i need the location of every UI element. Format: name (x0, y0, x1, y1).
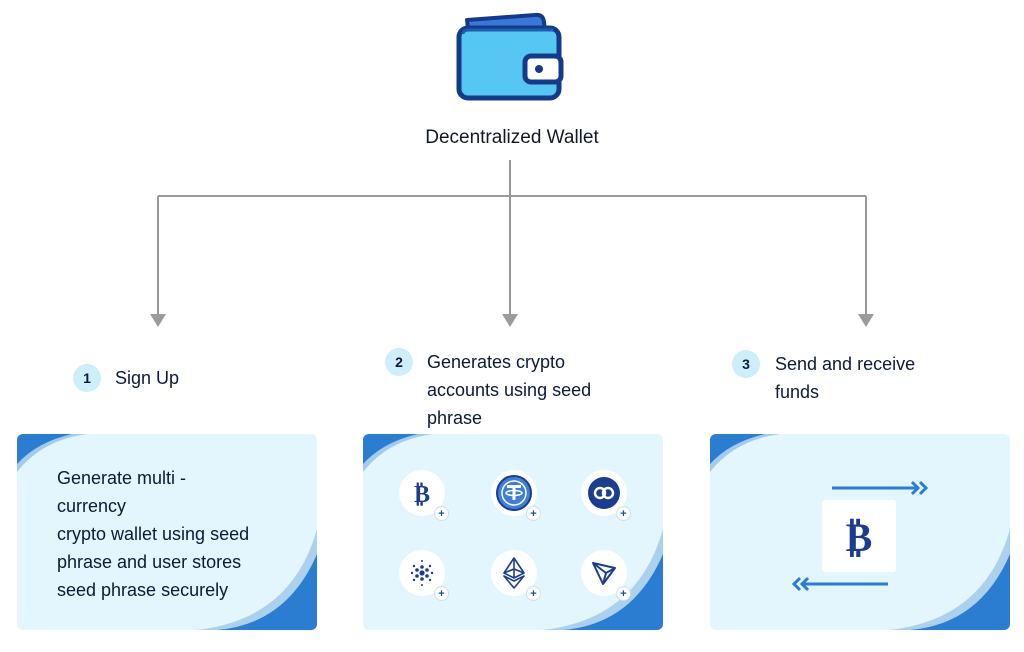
bitcoin-icon: ₿ (822, 500, 896, 572)
card-swoosh-decoration (710, 434, 1010, 630)
add-icon: + (434, 506, 449, 521)
arrowhead-1 (150, 314, 166, 327)
add-icon: + (616, 586, 631, 601)
receive-arrow-icon (791, 576, 888, 592)
step-3-number: 3 (742, 356, 750, 372)
polygon-icon (581, 470, 627, 516)
wallet-icon (456, 12, 564, 101)
step-1-badge: 1 (73, 364, 101, 392)
card-swoosh-decoration (363, 434, 663, 630)
branch-connectors (150, 160, 874, 327)
arrowhead-2 (502, 314, 518, 327)
step-2-label: Generates crypto accounts using seed phr… (427, 352, 592, 428)
add-icon: + (616, 506, 631, 521)
step-3-label: Send and receive funds (775, 354, 916, 402)
arrowhead-3 (858, 314, 874, 327)
step-3-badge: 3 (732, 350, 760, 378)
step-2-number: 2 (395, 354, 403, 370)
add-icon: + (526, 586, 541, 601)
signup-description: Generate multi - currency crypto wallet … (57, 468, 250, 600)
funds-card: ₿ (710, 434, 1010, 630)
diagram-title: Decentralized Wallet (425, 127, 599, 148)
svg-text:₿: ₿ (414, 480, 430, 507)
step-1-label: Sign Up (115, 368, 180, 388)
svg-text:₿: ₿ (846, 515, 873, 559)
card-swoosh-decoration (17, 434, 317, 630)
bitcoin-icon: ₿ (399, 470, 445, 516)
add-icon: + (434, 586, 449, 601)
send-arrow-icon (832, 480, 929, 496)
signup-card: Generate multi - currency crypto wallet … (17, 434, 317, 630)
step-2-badge: 2 (385, 348, 413, 376)
accounts-card: ₿ + + + + (363, 434, 663, 630)
add-icon: + (526, 506, 541, 521)
step-1-number: 1 (83, 370, 91, 386)
